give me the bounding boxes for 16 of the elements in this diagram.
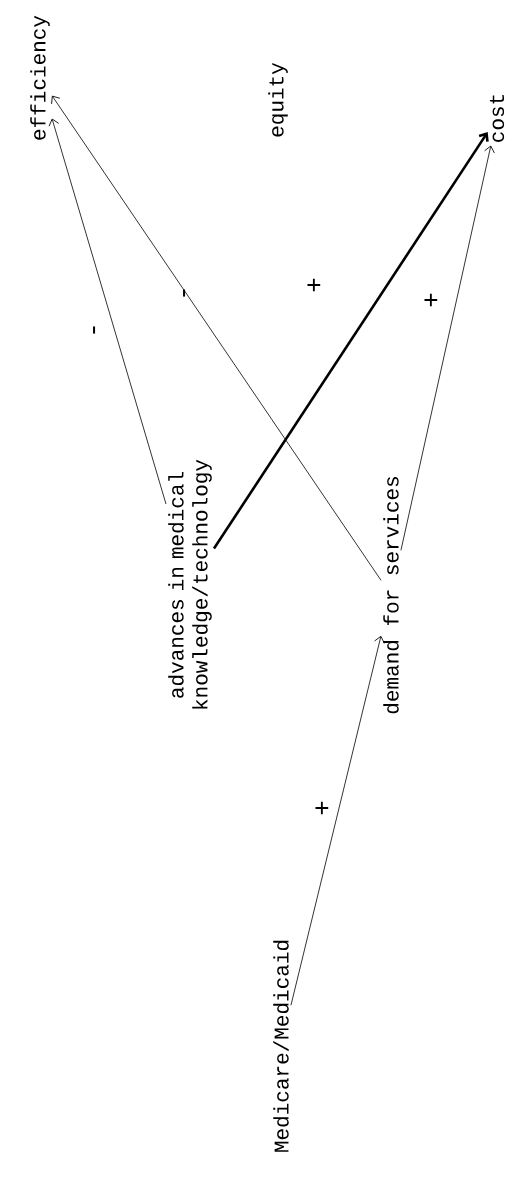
edge-label: +: [424, 293, 438, 307]
edge-label: -: [93, 326, 96, 334]
node-label: demand for services: [383, 477, 399, 714]
edge-label: -: [183, 289, 186, 297]
edge-label: +: [315, 801, 329, 815]
arrow: [48, 118, 167, 505]
arrow: [400, 145, 495, 551]
node-label: cost: [489, 95, 505, 142]
node-label: Medicare/Medicaid: [273, 940, 289, 1152]
arrow: [290, 635, 385, 1006]
arrow: [51, 95, 382, 581]
node-label: efficiency: [30, 15, 50, 140]
node-label: equity: [268, 62, 288, 137]
arrow: [212, 132, 489, 550]
edge-label: +: [307, 278, 321, 292]
node-label: advances in medical knowledge/technology: [168, 459, 212, 709]
